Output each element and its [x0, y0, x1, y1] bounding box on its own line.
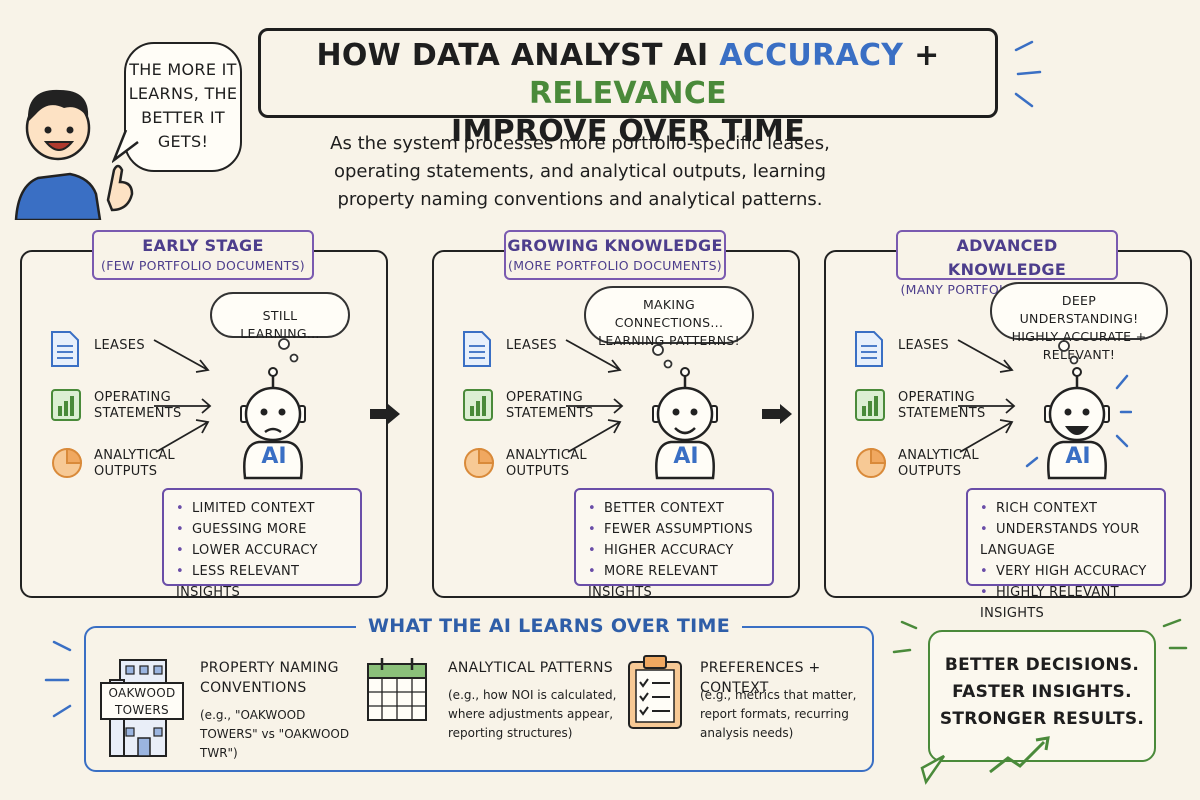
input-arrows-icon	[957, 339, 1016, 453]
stage-sub: (More Portfolio Documents)	[508, 258, 722, 273]
learn-item-title: Analytical Patterns	[448, 660, 613, 676]
input-leases: Leases	[854, 330, 1004, 374]
input-analytical: Analytical Outputs	[462, 442, 612, 486]
bullet-item: Guessing More	[176, 519, 360, 540]
thought-bubble: Deep Understanding! Highly Accurate + Re…	[990, 282, 1168, 362]
title-plus: +	[903, 38, 940, 73]
speech-bubble: The more it learns, the better it gets!	[124, 42, 242, 172]
robot-icon	[240, 367, 306, 480]
thought-bubble: Still Learning...	[210, 292, 350, 341]
input-label: Leases	[94, 338, 145, 353]
input-operating: Operating Statements	[50, 386, 200, 430]
learn-item-desc: (e.g., how NOI is calculated, where adju…	[448, 688, 617, 740]
speech-tail	[112, 129, 139, 164]
pie-chart-icon	[464, 447, 495, 478]
document-icon	[855, 331, 883, 367]
stage-bullets: Limited ContextGuessing MoreLower Accura…	[162, 488, 362, 600]
bullet-item: Higher Accuracy	[588, 540, 772, 561]
bar-chart-icon	[51, 389, 81, 421]
input-leases: Leases	[50, 330, 200, 374]
input-operating: Operating Statements	[462, 386, 612, 430]
result-line: Faster Insights.	[952, 682, 1132, 702]
bar-chart-icon	[855, 389, 885, 421]
input-label: Analytical Outputs	[898, 448, 979, 479]
stage-arrow-icon	[370, 404, 400, 424]
document-icon	[51, 331, 79, 367]
learn-sparkle-icon	[44, 640, 72, 718]
robot-label: AI	[1065, 444, 1091, 469]
person-illustration	[14, 89, 134, 220]
document-icon	[463, 331, 491, 367]
bullet-item: Understands Your Language	[980, 519, 1164, 561]
title-accuracy: Accuracy	[719, 38, 904, 73]
learn-item-title: Preferences + Context	[700, 660, 821, 696]
robot-icon	[652, 367, 718, 480]
result-line: Stronger Results.	[939, 709, 1145, 729]
input-label: Leases	[506, 338, 557, 353]
title-sparkle-icon	[1014, 40, 1042, 108]
thought-dots-icon	[652, 344, 673, 369]
bullet-item: More Relevant Insights	[588, 561, 772, 603]
stage-name: Growing Knowledge	[507, 236, 723, 255]
input-arrows-icon	[565, 339, 624, 453]
title-relevance: Relevance	[529, 76, 727, 111]
stage-bullets: Better ContextFewer AssumptionsHigher Ac…	[574, 488, 774, 600]
input-leases: Leases	[462, 330, 612, 374]
stage-sub: (Few Portfolio Documents)	[101, 258, 305, 273]
bullet-item: Better Context	[588, 498, 772, 519]
result-line: Better Decisions.	[944, 655, 1140, 675]
result-sparkle-icon	[892, 618, 1188, 654]
title-line-2: Improve Over Time	[451, 114, 805, 149]
stage-name: Early Stage	[142, 236, 264, 255]
learn-item-desc: (e.g., "OAKWOOD TOWERS" vs "OAKWOOD TWR"…	[200, 708, 350, 760]
learns-panel: What the AI Learns Over Time Oakwood Tow…	[84, 613, 874, 772]
stage-panel: Advanced Knowledge (Many Portfolio Docum…	[824, 230, 1192, 621]
thought-dots-icon	[278, 338, 299, 363]
pie-chart-icon	[856, 447, 887, 478]
bar-chart-icon	[463, 389, 493, 421]
thought-dots-icon	[1058, 340, 1079, 365]
input-operating: Operating Statements	[854, 386, 1004, 430]
stage-panel: Early Stage (Few Portfolio Documents) St…	[20, 230, 388, 600]
page-title: How Data Analyst AI Accuracy + Relevance…	[258, 28, 998, 149]
input-analytical: Analytical Outputs	[50, 442, 200, 486]
calendar-icon	[367, 658, 427, 721]
bullet-item: Limited Context	[176, 498, 360, 519]
input-arrows-icon	[153, 339, 212, 453]
stage-bullets: Rich ContextUnderstands Your LanguageVer…	[966, 488, 1166, 621]
input-label: Operating Statements	[94, 390, 182, 421]
learn-item-title: Property Naming Conventions	[200, 660, 339, 696]
pie-chart-icon	[52, 447, 83, 478]
bullet-item: Lower Accuracy	[176, 540, 360, 561]
learns-title: What the AI Learns Over Time	[356, 613, 743, 639]
input-label: Analytical Outputs	[94, 448, 175, 479]
stage-label: Early Stage (Few Portfolio Documents)	[92, 230, 314, 280]
stage-arrow-icon	[762, 404, 792, 424]
input-analytical: Analytical Outputs	[854, 442, 1004, 486]
title-part: How Data Analyst AI	[316, 38, 720, 73]
stage-name: Advanced Knowledge	[947, 236, 1067, 279]
bullet-item: Very High Accuracy	[980, 561, 1164, 582]
bullet-item: Less Relevant Insights	[176, 561, 360, 603]
intro-text: As the system processes more portfolio-s…	[330, 133, 830, 210]
robot-label: AI	[261, 444, 287, 469]
bullet-item: Rich Context	[980, 498, 1164, 519]
robot-icon	[1025, 367, 1132, 480]
robot-label: AI	[673, 444, 699, 469]
stage-panel: Growing Knowledge (More Portfolio Docume…	[432, 230, 800, 600]
stage-label: Advanced Knowledge (Many Portfolio Docum…	[896, 230, 1118, 297]
input-label: Operating Statements	[506, 390, 594, 421]
clipboard-icon	[628, 655, 682, 729]
input-label: Operating Statements	[898, 390, 986, 421]
bullet-item: Fewer Assumptions	[588, 519, 772, 540]
bullet-item: Highly Relevant Insights	[980, 582, 1164, 624]
input-label: Analytical Outputs	[506, 448, 587, 479]
growth-arrow-icon	[920, 736, 1050, 785]
building-sign: Oakwood Towers	[100, 682, 184, 720]
thought-bubble: Making Connections... Learning Patterns!	[584, 286, 754, 348]
learn-item-desc: (e.g., metrics that matter, report forma…	[700, 688, 857, 740]
stage-label: Growing Knowledge (More Portfolio Docume…	[504, 230, 726, 280]
input-label: Leases	[898, 338, 949, 353]
